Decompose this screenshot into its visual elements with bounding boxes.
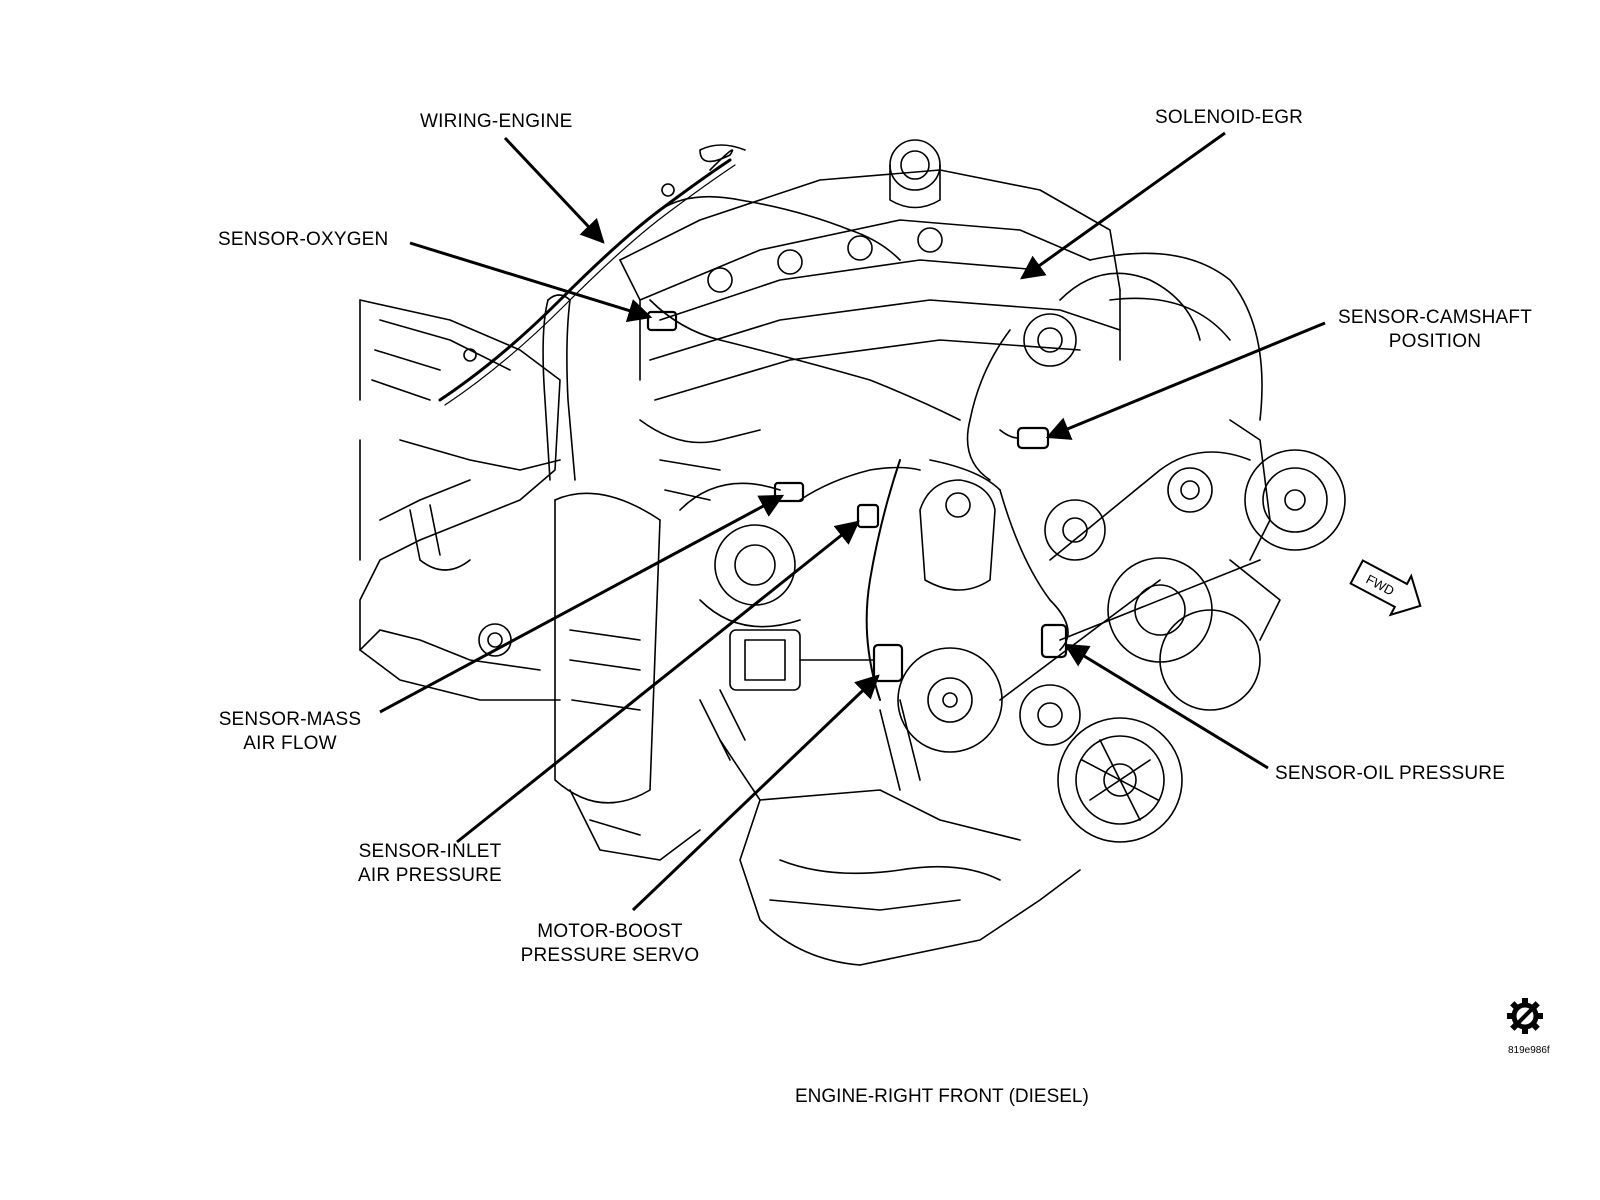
label-sensor-inlet-line1: SENSOR-INLET (358, 841, 502, 862)
gear-service-icon (1507, 998, 1543, 1034)
leader-sensor-inlet (456, 520, 860, 844)
label-sensor-camshaft-line1: SENSOR-CAMSHAFT (1337, 307, 1533, 328)
figure-caption: ENGINE-RIGHT FRONT (DIESEL) (795, 1086, 1089, 1107)
label-sensor-camshaft: SENSOR-CAMSHAFT POSITION (1330, 306, 1540, 354)
label-sensor-oil-pressure: SENSOR-OIL PRESSURE (1275, 763, 1506, 784)
label-sensor-maf: SENSOR-MASS AIR FLOW (205, 708, 375, 756)
label-sensor-maf-line2: AIR FLOW (243, 733, 337, 754)
label-wiring-engine: WIRING-ENGINE (420, 111, 573, 132)
leader-sensor-camshaft (1045, 321, 1326, 440)
leader-sensor-oil-pressure (1063, 643, 1269, 770)
leader-solenoid-egr (1020, 131, 1226, 280)
label-motor-boost: MOTOR-BOOST PRESSURE SERVO (505, 920, 715, 968)
label-sensor-oxygen: SENSOR-OXYGEN (218, 229, 389, 250)
label-sensor-inlet-line2: AIR PRESSURE (358, 865, 502, 886)
leader-sensor-oxygen (409, 241, 653, 323)
label-solenoid-egr: SOLENOID-EGR (1155, 107, 1304, 128)
leader-sensor-maf (379, 494, 785, 714)
label-sensor-inlet: SENSOR-INLET AIR PRESSURE (340, 840, 520, 888)
leader-motor-boost (631, 674, 880, 912)
label-sensor-camshaft-line2: POSITION (1388, 331, 1482, 352)
label-motor-boost-line1: MOTOR-BOOST (537, 921, 683, 942)
figure-code: 819e986f (1508, 1045, 1550, 1056)
fwd-arrow-icon: FWD (1349, 559, 1422, 617)
label-sensor-maf-line1: SENSOR-MASS (218, 709, 362, 730)
leader-lines (379, 131, 1326, 912)
label-motor-boost-line2: PRESSURE SERVO (520, 945, 700, 966)
leader-wiring-engine (503, 136, 605, 244)
